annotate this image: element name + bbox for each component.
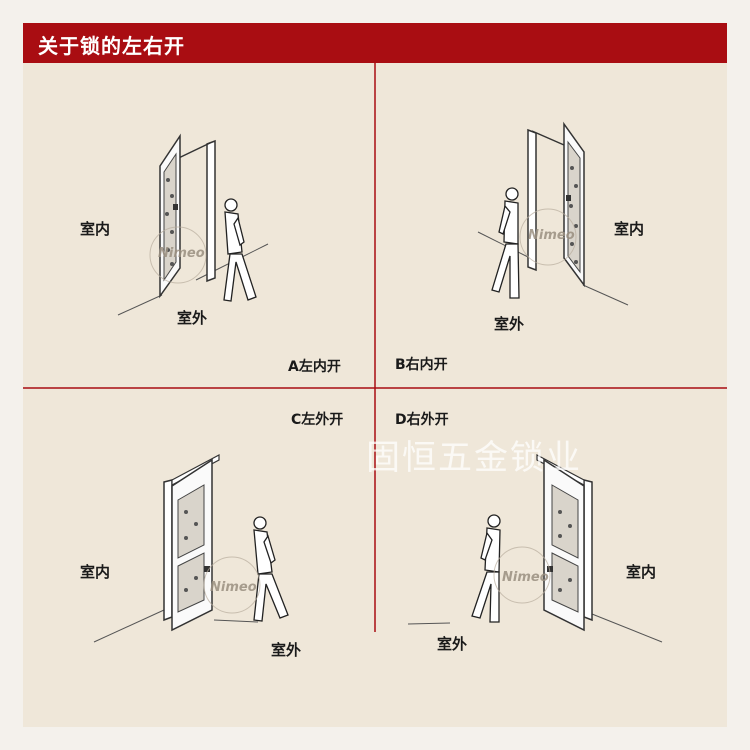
door-frame-b bbox=[527, 128, 537, 272]
watermark-logo-a: Nimeo bbox=[158, 246, 205, 261]
scene-b bbox=[477, 121, 629, 306]
page-title: 关于锁的左右开 bbox=[38, 34, 185, 58]
person-c bbox=[253, 516, 289, 622]
scene-d bbox=[407, 454, 663, 643]
indoor-label-a: 室内 bbox=[80, 220, 111, 238]
outdoor-label-c: 室外 bbox=[271, 641, 302, 659]
watermark-logo-c: Nimeo bbox=[210, 580, 257, 595]
indoor-label-d: 室内 bbox=[626, 563, 657, 581]
caption-b: B右内开 bbox=[395, 357, 448, 373]
door-frame-d bbox=[583, 479, 593, 622]
watermark-logo-d: Nimeo bbox=[502, 570, 549, 585]
indoor-label-b: 室内 bbox=[614, 220, 645, 238]
caption-a: A左内开 bbox=[288, 359, 341, 375]
outdoor-label-b: 室外 bbox=[494, 315, 525, 333]
person-a bbox=[223, 198, 257, 302]
outdoor-label-d: 室外 bbox=[437, 635, 468, 653]
watermark-logo-b: Nimeo bbox=[528, 228, 575, 243]
scene-a bbox=[117, 133, 269, 316]
outdoor-label-a: 室外 bbox=[177, 309, 208, 327]
scene-c bbox=[93, 454, 289, 643]
watermark-seal bbox=[149, 208, 577, 614]
caption-d: D右外开 bbox=[395, 412, 449, 428]
caption-c: C左外开 bbox=[291, 412, 344, 428]
door-frame-c bbox=[163, 479, 173, 622]
watermark-text: 固恒五金锁业 bbox=[366, 438, 582, 478]
person-b bbox=[491, 187, 520, 299]
title-bar bbox=[23, 23, 727, 63]
person-d bbox=[471, 514, 501, 623]
door-frame-a bbox=[206, 139, 216, 283]
indoor-label-c: 室内 bbox=[80, 563, 111, 581]
